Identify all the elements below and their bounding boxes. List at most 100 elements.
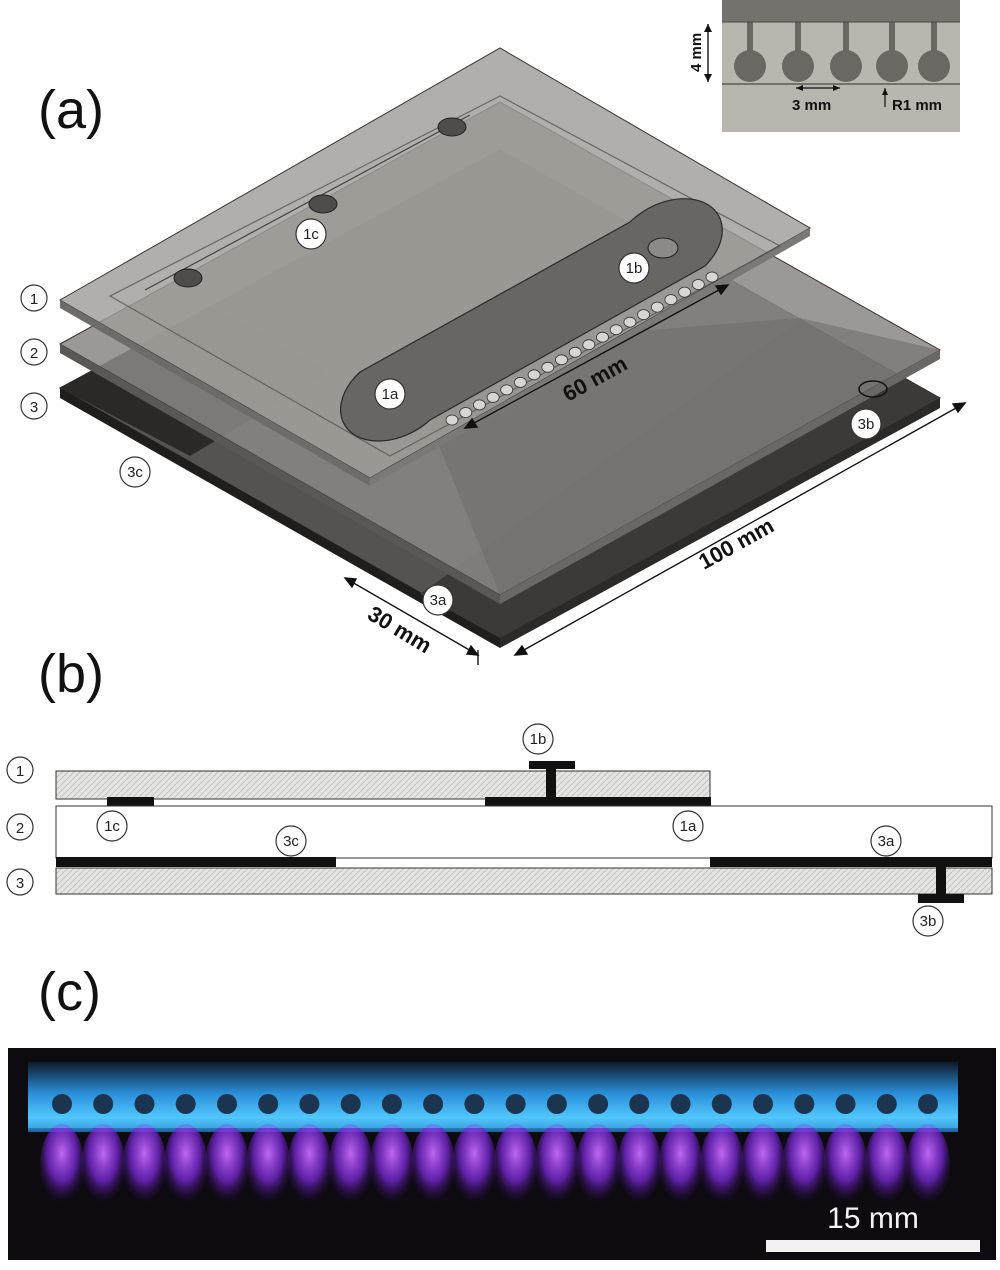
nozzle-dark-spot xyxy=(340,1094,361,1114)
section-layer-1 xyxy=(55,770,711,800)
panel-b: (b) 1 2 3 1b 1c 3c 1a 3a xyxy=(6,644,993,937)
hole-1c-b xyxy=(308,194,338,214)
nozzle-dark-spot xyxy=(93,1094,114,1114)
layer-label-b-2: 2 xyxy=(16,820,24,837)
flame xyxy=(246,1124,291,1208)
callout-b-3c: 3c xyxy=(283,833,299,850)
flame xyxy=(617,1124,662,1208)
callout-1a: 1a xyxy=(382,386,399,403)
flame xyxy=(534,1124,579,1208)
nozzle-dark-spot xyxy=(464,1094,485,1114)
callout-3a: 3a xyxy=(430,592,447,609)
part-callouts-a: 1c 1b 1a 3b 3c 3a xyxy=(119,218,882,616)
flame xyxy=(287,1124,332,1208)
layer-labels-a: 1 2 3 xyxy=(20,284,48,420)
nozzle-hole xyxy=(623,316,637,328)
nozzle-hole xyxy=(650,301,664,313)
nozzle-hole xyxy=(678,286,691,298)
nozzle-dark-spot xyxy=(175,1094,196,1114)
callout-1c: 1c xyxy=(303,226,319,243)
nozzle-dark-spot xyxy=(134,1094,155,1114)
callout-b-1a: 1a xyxy=(680,818,697,835)
nozzle-dark-spot xyxy=(258,1094,279,1114)
band-3c xyxy=(56,857,336,867)
flame xyxy=(493,1124,538,1208)
nozzle-dark-spot xyxy=(546,1094,567,1114)
inset-height: 4 mm xyxy=(688,33,705,72)
layer-label-b-1: 1 xyxy=(16,763,24,780)
nozzle-dark-spot xyxy=(711,1094,732,1114)
flame xyxy=(741,1124,785,1208)
nozzle-dark-spot xyxy=(794,1094,815,1114)
dim-line-60mm xyxy=(464,284,729,429)
nozzle-dark-spot xyxy=(505,1094,526,1114)
nozzle-hole xyxy=(486,391,500,403)
inset-nozzle-bulb xyxy=(734,50,766,82)
nozzle-dark-spot xyxy=(381,1094,402,1114)
flame-array xyxy=(40,1094,950,1208)
flame xyxy=(782,1124,827,1208)
inset-nozzle-bulb xyxy=(830,50,862,82)
flame xyxy=(906,1124,950,1208)
inset-nozzle-bulb xyxy=(876,50,908,82)
callout-3b: 3b xyxy=(858,416,875,433)
nozzle-hole xyxy=(459,407,473,418)
nozzle-hole xyxy=(568,346,582,358)
flame xyxy=(205,1124,249,1208)
flame xyxy=(369,1124,414,1208)
nozzle-dark-spot xyxy=(670,1094,691,1114)
inset-nozzle-stem xyxy=(889,22,895,54)
flame xyxy=(122,1124,167,1208)
scale-bar-label: 15 mm xyxy=(827,1202,919,1235)
band-1a xyxy=(485,797,711,806)
callout-1b: 1b xyxy=(626,260,643,277)
inset-nozzle-stem xyxy=(795,22,801,54)
hole-3b xyxy=(858,380,888,398)
inset-nozzle-stem xyxy=(843,22,849,54)
hole-1c-a xyxy=(173,268,203,288)
nozzle-dark-spot xyxy=(52,1094,72,1114)
nozzle-hole xyxy=(445,414,459,426)
flame xyxy=(163,1124,208,1208)
callout-b-1b: 1b xyxy=(530,731,547,748)
nozzle-hole xyxy=(609,324,623,336)
nozzle-dark-spot xyxy=(629,1094,650,1114)
nozzle-hole xyxy=(514,376,527,388)
nozzle-dark-spot xyxy=(918,1094,938,1114)
inset-radius: R1 mm xyxy=(892,97,942,114)
section-layer-3 xyxy=(55,867,993,895)
inset-nozzle-bulb xyxy=(782,50,814,82)
nozzle-hole xyxy=(527,369,541,381)
callout-b-3a: 3a xyxy=(878,833,895,850)
fitting-3b xyxy=(918,894,964,903)
nozzle-array xyxy=(445,271,719,426)
nozzle-dark-spot xyxy=(876,1094,897,1114)
flame xyxy=(81,1124,126,1208)
scale-bar xyxy=(766,1240,980,1252)
layer-label-1: 1 xyxy=(30,291,38,308)
nozzle-hole xyxy=(500,384,514,396)
layer-label-2: 2 xyxy=(30,345,38,362)
inset-nozzle-bulb xyxy=(918,50,950,82)
section-layer-2 xyxy=(55,805,993,859)
nozzle-hole xyxy=(637,309,650,321)
dim-line-30mm xyxy=(344,577,479,656)
flame xyxy=(328,1124,373,1208)
panel-label-c: (c) xyxy=(38,962,101,1022)
inset-pitch: 3 mm xyxy=(792,97,831,114)
inset-nozzle-stem xyxy=(931,22,937,54)
nozzle-dark-spot xyxy=(217,1094,237,1114)
dim-line-100mm xyxy=(514,402,966,656)
callout-3c: 3c xyxy=(127,464,143,481)
flame xyxy=(411,1124,456,1208)
inset-nozzle-detail: 4 mm 3 mm R1 mm xyxy=(688,0,960,132)
band-3a xyxy=(710,857,992,867)
flame xyxy=(864,1124,909,1208)
flame xyxy=(576,1124,621,1208)
nozzle-hole xyxy=(472,399,486,411)
nozzle-hole xyxy=(541,361,555,373)
callout-b-1c: 1c xyxy=(104,818,120,835)
nozzle-hole xyxy=(691,279,705,290)
flame xyxy=(658,1124,703,1208)
band-1c xyxy=(107,797,154,806)
